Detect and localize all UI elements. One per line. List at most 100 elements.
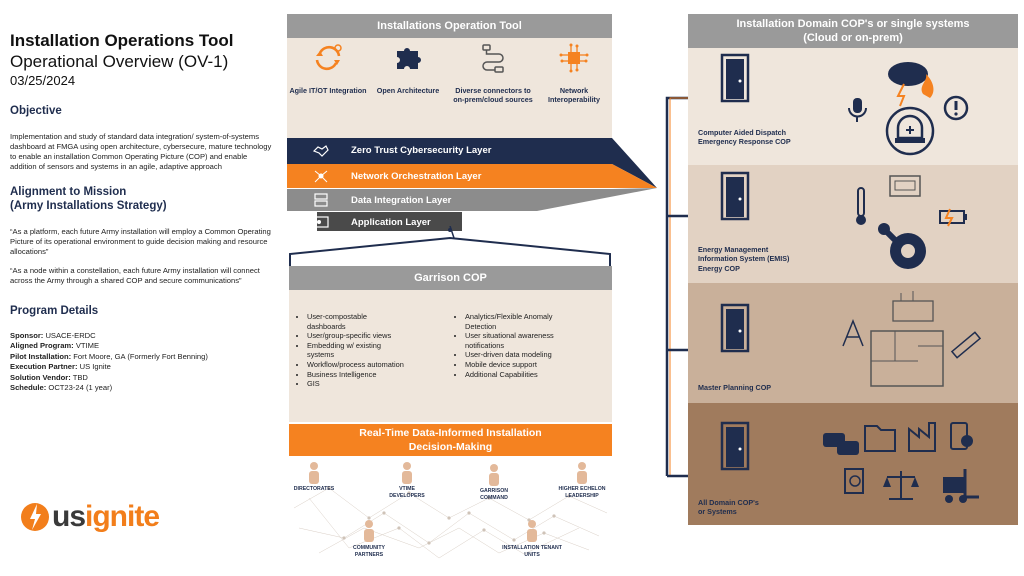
report-icon [844,468,864,494]
network-orchestration-layer: Network Orchestration Layer [287,166,612,187]
list-item: User situational awareness notifications [465,331,585,350]
program-details-heading: Program Details [10,305,99,317]
person-icon [309,462,319,484]
list-item: GIS [307,379,447,389]
folder-icon [864,425,896,452]
layer-shape-data-integration [287,188,657,211]
person-icon [489,464,499,486]
list-item: User-driven data modeling [465,350,605,360]
ruler-icon [950,331,982,359]
stakeholder-label: VTIME DEVELOPERS [389,486,425,499]
sync-arrows-icon [315,44,342,71]
logo-wordmark: usignite [52,500,160,533]
header-line: Installation Domain COP's or single syst… [736,18,970,30]
door-icon [720,303,750,353]
banner-line: Real-Time Data-Informed Installation [359,427,542,439]
stakeholder-label: GARRISON COMMAND [480,488,508,501]
planning-icons [842,291,982,387]
zero-trust-layer: Zero Trust Cybersecurity Layer [287,140,612,161]
list-item: Business Intelligence [307,370,447,380]
list-item: User-compostable dashboards [307,312,387,331]
door-icon [720,53,750,103]
layer-funnel-shapes [287,138,657,231]
feature-label: Open Architecture [376,86,440,95]
server-icon [314,193,328,207]
traffic-icon [823,433,859,455]
person-icon [364,520,374,542]
mobile-globe-icon [950,422,973,450]
domain-label: Master Planning COP [698,383,772,392]
alert-icon [943,95,969,121]
network-icon [314,170,328,183]
list-item: User/group-specific views [307,331,447,341]
layer-label: Data Integration Layer [351,195,452,206]
program-detail-row: Sponsor: USACE-ERDC [10,331,96,340]
us-ignite-logo: usignite [20,500,190,536]
program-detail-row: Schedule: OCT23-24 (1 year) [10,383,113,393]
tool-panel-title: Installations Operation Tool [287,14,612,38]
feature-diverse-connectors: Diverse connectors to on-prem/cloud sour… [451,42,535,104]
storm-cloud-icon [888,62,928,107]
feature-label: Diverse connectors to on-prem/cloud sour… [453,86,533,104]
mission-quote-1: “As a platform, each future Army install… [10,227,271,256]
stakeholder-network: DIRECTORATES VTIME DEVELOPERS GARRISON C… [289,458,612,572]
network-dots-background [293,486,608,559]
feature-label: Network Interoperability [548,86,600,104]
program-detail-row: Execution Partner: US Ignite [10,362,111,372]
person-icon [402,462,412,484]
list-item: Additional Capabilities [465,370,605,380]
installations-operation-tool-panel: Installations Operation Tool Agile IT/OT… [287,14,612,138]
header-line: (Cloud or on-prem) [803,32,903,44]
factory-icon [908,422,936,452]
garrison-cop-title: Garrison COP [289,266,612,290]
stakeholder-label: HIGHER ECHELON LEADERSHIP [558,486,606,499]
feature-agile-integration: Agile IT/OT Integration [289,42,367,95]
garrison-features-right: Analytics/Flexible Anomaly Detection Use… [455,312,605,379]
page-subtitle: Operational Overview (OV-1) [10,52,229,71]
battery-icon [939,208,967,227]
wrench-gear-icon [878,223,926,269]
network-chip-icon [559,43,589,73]
stakeholder-label: COMMUNITY PARTNERS [353,545,385,558]
app-icon [313,216,329,228]
list-item: Workflow/process automation [307,360,447,370]
alignment-heading-line1: Alignment to Mission [10,186,127,198]
person-icon [577,462,587,484]
domain-panel-master-planning: Master Planning COP [688,283,1018,403]
mission-quote-2: “As a node within a constellation, each … [10,266,260,285]
program-detail-row: Aligned Program: VTIME [10,341,100,351]
feature-open-architecture: Open Architecture [369,42,447,95]
stakeholder-figures [309,462,587,542]
program-detail-row: Pilot Installation: Fort Moore, GA (Form… [10,351,208,361]
door-icon [720,171,750,221]
list-item: Analytics/Flexible Anomaly Detection [465,312,585,331]
funnel-connector [289,226,611,268]
layer-label: Zero Trust Cybersecurity Layer [351,145,492,156]
alignment-heading-line2: (Army Installations Strategy) [10,200,167,212]
layer-shape-application [317,212,462,231]
person-icon [527,520,537,542]
layer-shape-network [287,164,657,188]
stakeholder-label: DIRECTORATES [293,486,335,492]
list-item: Mobile device support [465,360,605,370]
realtime-decision-banner: Real-Time Data-Informed Installation Dec… [289,424,612,456]
banner-line: Decision-Making [408,441,493,453]
all-domain-icons [823,422,979,503]
garrison-features-left: User-compostable dashboards User/group-s… [297,312,447,389]
puzzle-icon [397,48,421,69]
program-detail-row: Solution Vendor: TBD [10,372,88,382]
stakeholder-label: INSTALLATION TENANT UNITS [502,545,562,558]
door-icon [720,421,750,471]
feature-network-interoperability: Network Interoperability [535,42,613,104]
data-integration-layer: Data Integration Layer [287,190,612,211]
microphone-icon [848,98,867,122]
floor-plan-icon [870,330,944,387]
list-item: Embedding w/ existing systems [307,341,407,360]
supplies-icon [892,291,934,322]
